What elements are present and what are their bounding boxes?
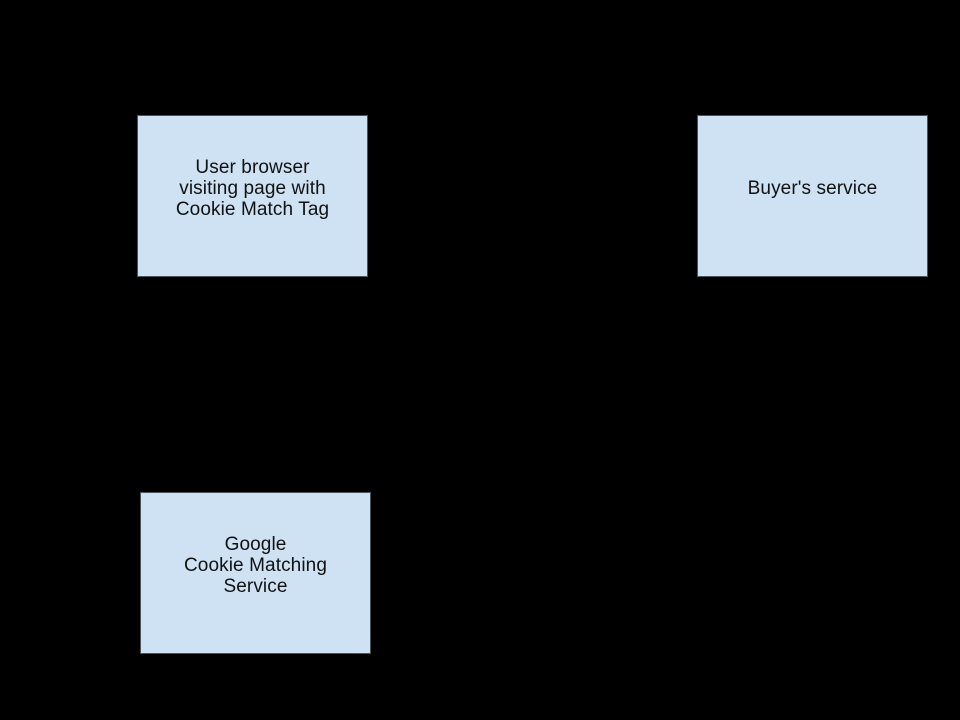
label-line: Cookie Matching bbox=[183, 554, 328, 576]
node-user-browser-label: User browser visiting page with Cookie M… bbox=[176, 157, 329, 220]
label-line: visiting page with bbox=[179, 177, 326, 199]
node-buyers-service-label: Buyer's service bbox=[748, 178, 878, 199]
label-line: Cookie Match Tag bbox=[175, 198, 330, 220]
node-google-cookie-matching-label: Google Cookie Matching Service bbox=[184, 534, 327, 597]
label-line: Buyer's service bbox=[747, 177, 878, 199]
node-google-cookie-matching-box: Google Cookie Matching Service bbox=[140, 492, 371, 654]
node-user-browser-box: User browser visiting page with Cookie M… bbox=[137, 115, 368, 277]
label-line: Service bbox=[223, 575, 288, 597]
label-line: Google bbox=[224, 533, 287, 555]
node-buyers-service-box: Buyer's service bbox=[697, 115, 928, 277]
label-line: User browser bbox=[195, 156, 310, 178]
